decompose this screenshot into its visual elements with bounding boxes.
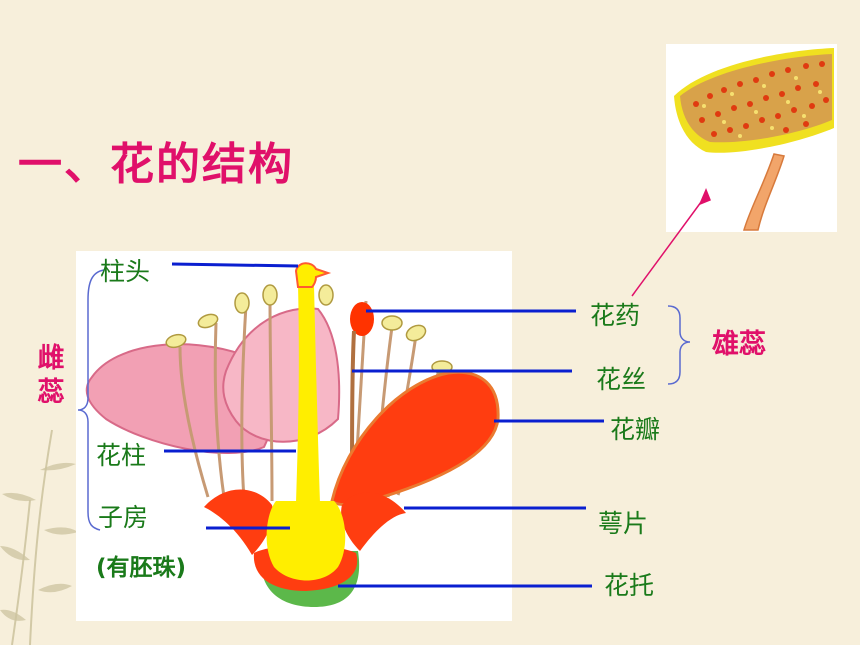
label-style: 花柱 (96, 441, 147, 470)
label-anther: 花药 (590, 301, 641, 330)
label-petal: 花瓣 (610, 415, 661, 444)
label-sepal: 萼片 (598, 509, 649, 538)
label-pistil-char-2: 蕊 (37, 377, 65, 408)
anther-closeup-image (666, 44, 837, 232)
style (296, 285, 320, 503)
right-sepal (341, 492, 406, 551)
arrow-head (698, 188, 711, 206)
ovary (266, 501, 346, 581)
pistil-brace (77, 269, 105, 531)
label-ovary-note: (有胚珠) (96, 555, 187, 581)
label-stamen: 雄蕊 (712, 329, 766, 360)
label-receptacle: 花托 (604, 571, 655, 600)
label-stigma: 柱头 (100, 257, 151, 286)
label-ovary: 子房 (98, 503, 149, 532)
stamen-brace (667, 305, 691, 385)
page-title: 一、花的结构 (18, 139, 294, 190)
label-filament: 花丝 (596, 365, 647, 394)
left-sepal (204, 489, 273, 555)
flower-diagram (76, 251, 512, 621)
label-pistil-char-1: 雌 (37, 343, 65, 374)
stigma (294, 262, 332, 288)
label-pistil: 雌 蕊 (36, 342, 66, 410)
leader-stigma (171, 262, 299, 268)
